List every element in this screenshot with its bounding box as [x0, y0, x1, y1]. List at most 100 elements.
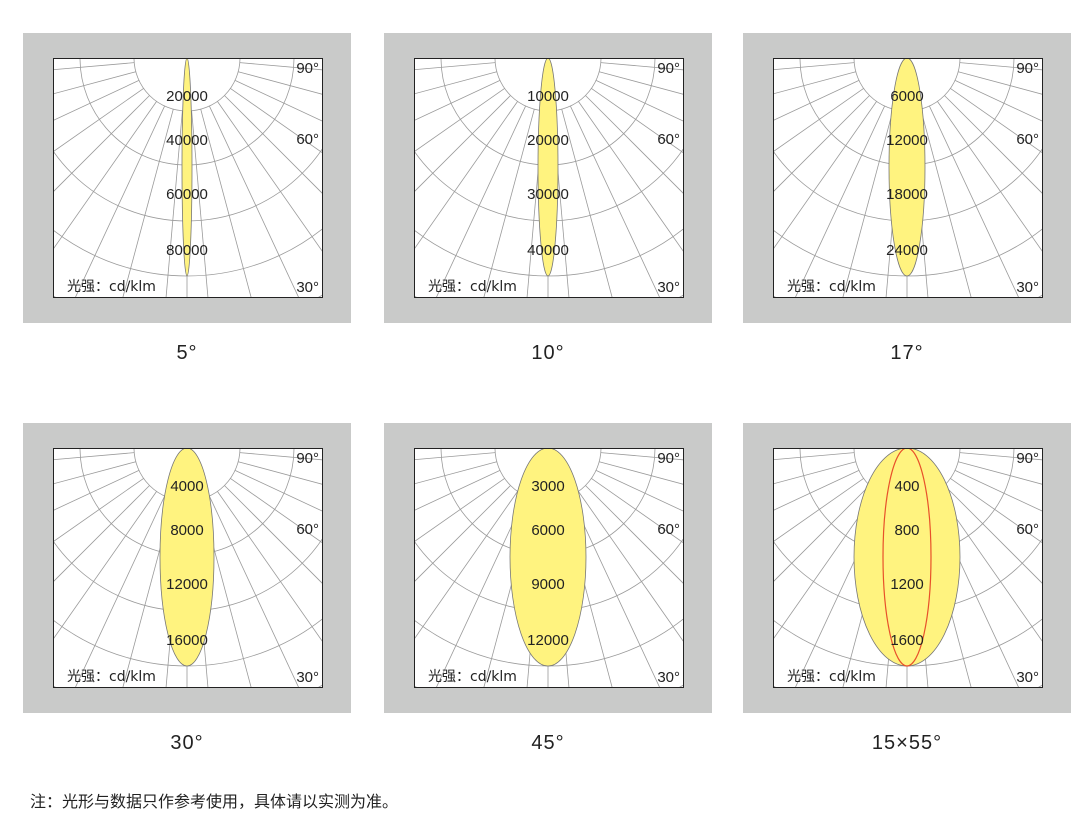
angle-label: 90° — [657, 60, 680, 77]
radial-grid-line — [224, 485, 322, 584]
radial-grid-line — [415, 88, 505, 152]
angle-label: 30° — [1016, 279, 1039, 296]
radial-grid-line — [238, 71, 322, 95]
beam-lobe — [509, 449, 587, 667]
radial-grid-line — [944, 95, 1042, 194]
radial-grid-line — [224, 95, 322, 194]
ring-value-label: 20000 — [527, 132, 569, 149]
radial-grid-line — [774, 80, 860, 121]
radial-grid-line — [929, 105, 1019, 297]
radial-grid-line — [585, 95, 683, 194]
radial-grid-line — [842, 109, 894, 297]
angle-label: 30° — [1016, 669, 1039, 686]
ring-value-label: 12000 — [166, 576, 208, 593]
polar-diagram-panel: 10000 20000 30000 40000 90° 60° 30° 光强：cd/klm — [384, 33, 712, 323]
radial-grid-line — [570, 105, 660, 297]
ring-value-label: 400 — [894, 478, 919, 495]
radial-grid-line — [600, 452, 683, 461]
radial-grid-line — [595, 470, 683, 512]
radial-grid-line — [54, 485, 150, 582]
radial-grid-line — [415, 95, 511, 192]
radial-grid-line — [599, 71, 683, 95]
radial-grid-line — [122, 109, 174, 297]
radial-grid-line — [578, 491, 683, 642]
angle-label: 90° — [296, 60, 319, 77]
radial-grid-line — [937, 491, 1042, 642]
ring-value-label: 3000 — [531, 478, 564, 495]
radial-grid-line — [209, 105, 299, 297]
radial-grid-line — [415, 461, 497, 485]
radial-grid-line — [595, 80, 683, 122]
ring-value-label: 6000 — [890, 88, 923, 105]
ring-value-label: 80000 — [166, 242, 208, 259]
radial-grid-line — [436, 495, 526, 687]
radial-grid-line — [234, 80, 322, 122]
radial-grid-line — [191, 110, 209, 297]
radial-grid-line — [561, 109, 613, 297]
radial-grid-line — [959, 62, 1042, 71]
radial-grid-line — [774, 95, 870, 192]
ring-value-label: 4000 — [170, 478, 203, 495]
angle-label: 90° — [657, 450, 680, 467]
radial-grid-line — [165, 110, 183, 297]
radial-grid-line — [122, 499, 174, 687]
radial-grid-line — [230, 478, 322, 544]
beam-angle-caption: 15×55° — [871, 732, 943, 754]
radial-grid-line — [238, 461, 322, 485]
radial-grid-line — [54, 62, 135, 71]
ring-value-label: 40000 — [527, 242, 569, 259]
ring-value-label: 800 — [894, 522, 919, 539]
radial-grid-line — [483, 109, 535, 297]
angle-label: 30° — [657, 279, 680, 296]
radial-grid-line — [774, 485, 870, 582]
radial-grid-line — [585, 485, 683, 584]
angle-label: 30° — [296, 279, 319, 296]
ring-value-label: 1600 — [890, 632, 923, 649]
unit-label: 光强：cd/klm — [67, 279, 156, 295]
angle-label: 60° — [657, 521, 680, 538]
radial-grid-line — [54, 88, 144, 152]
angle-label: 90° — [1016, 60, 1039, 77]
radial-grid-line — [774, 88, 864, 152]
radial-grid-line — [415, 452, 496, 461]
radial-grid-line — [954, 470, 1042, 512]
radial-grid-line — [600, 62, 683, 71]
radial-grid-line — [958, 71, 1042, 95]
ring-value-label: 24000 — [886, 242, 928, 259]
ring-value-label: 12000 — [527, 632, 569, 649]
angle-label: 90° — [1016, 450, 1039, 467]
radial-grid-line — [774, 478, 864, 542]
radial-grid-line — [415, 101, 518, 249]
radial-grid-line — [570, 495, 660, 687]
disclaimer-note: 注：光形与数据只作参考使用，具体请以实测为准。 — [30, 792, 399, 811]
polar-chart: 10000 20000 30000 40000 90° 60° 30° 光强：cd/klm — [414, 58, 684, 298]
radial-grid-line — [234, 470, 322, 512]
angle-label: 60° — [657, 131, 680, 148]
beam-angle-caption: 17° — [890, 342, 924, 364]
beam-angle-caption: 30° — [170, 732, 204, 754]
beam-angle-caption: 10° — [531, 342, 565, 364]
beam-lobe — [537, 59, 559, 277]
radial-grid-line — [75, 105, 165, 297]
radial-grid-line — [217, 491, 322, 642]
angle-label: 90° — [296, 450, 319, 467]
radial-grid-line — [239, 62, 322, 71]
radial-grid-line — [54, 71, 136, 95]
unit-label: 光强：cd/klm — [428, 279, 517, 295]
radial-grid-line — [54, 452, 135, 461]
radial-grid-line — [920, 109, 972, 297]
radial-grid-line — [54, 101, 157, 249]
radial-grid-line — [774, 71, 856, 95]
ring-value-label: 10000 — [527, 88, 569, 105]
ring-value-label: 30000 — [527, 186, 569, 203]
radial-grid-line — [578, 101, 683, 252]
radial-grid-line — [944, 485, 1042, 584]
ring-value-label: 18000 — [886, 186, 928, 203]
